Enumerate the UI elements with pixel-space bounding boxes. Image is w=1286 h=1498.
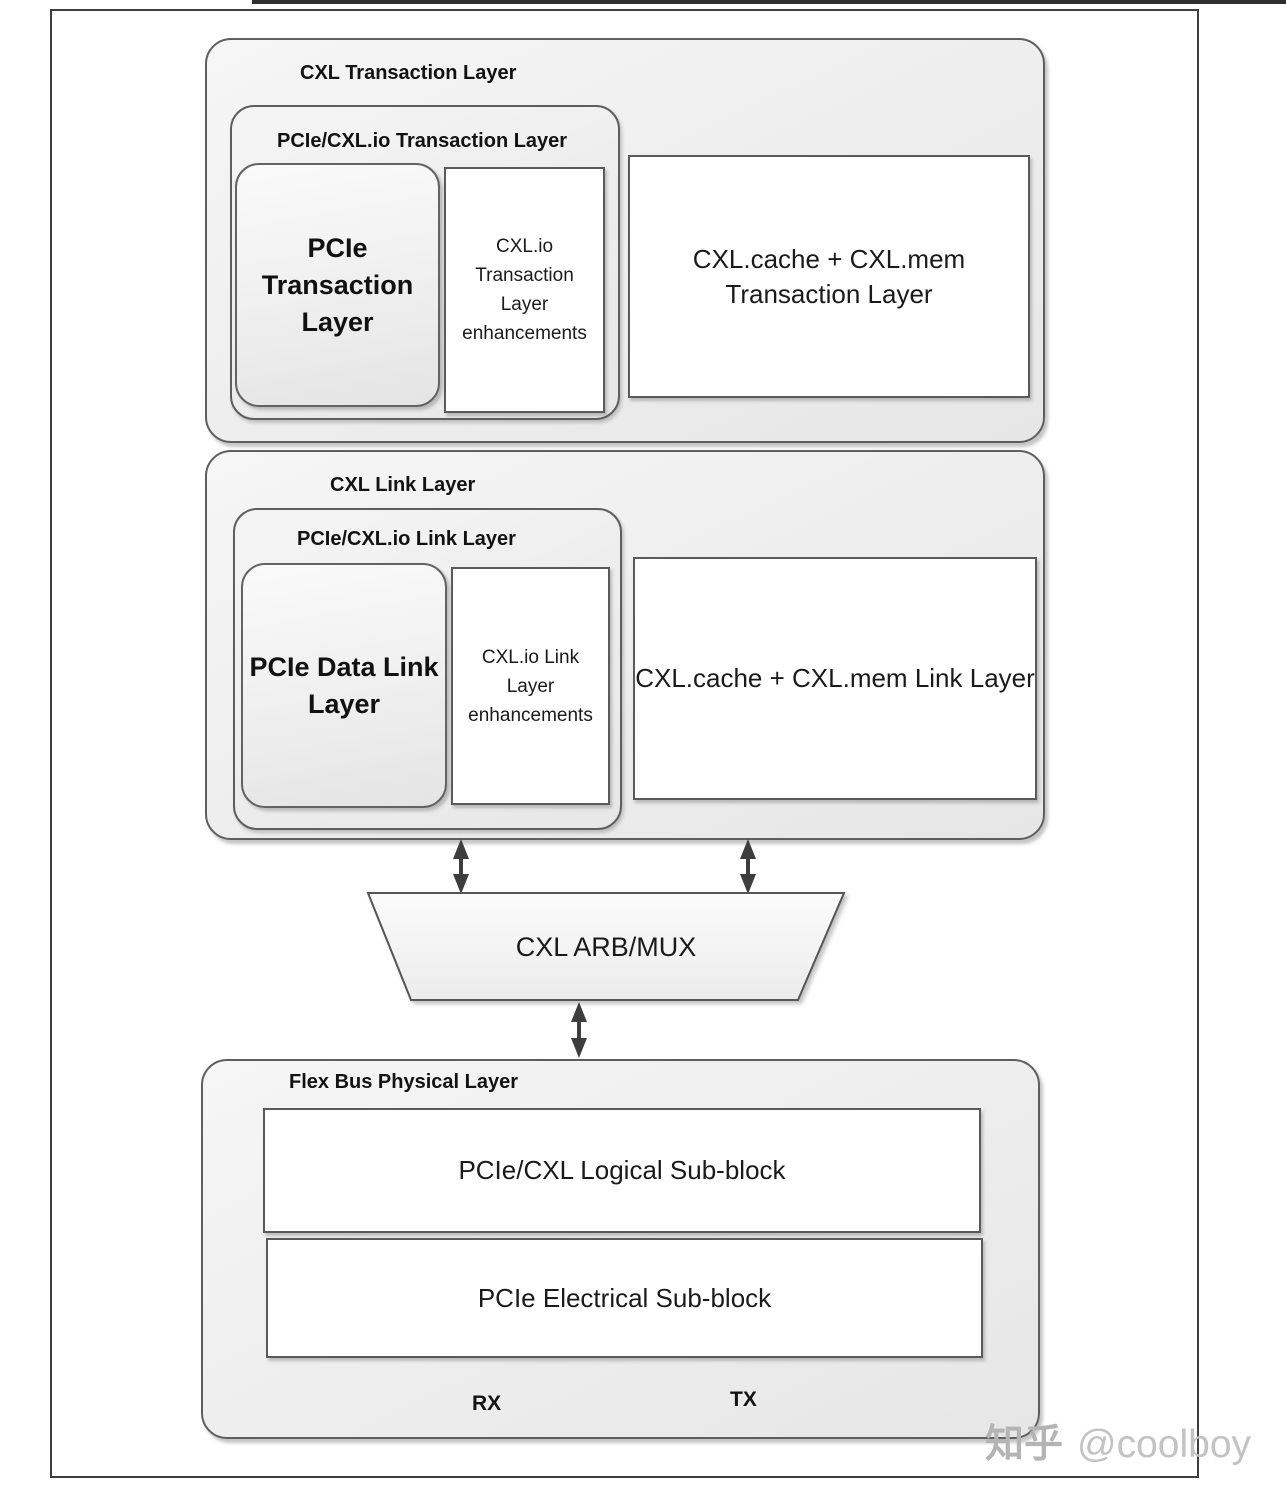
double-arrow-icon — [736, 839, 760, 894]
scan-artifact-bar — [252, 0, 1286, 4]
cxl-cache-mem-transaction-label: CXL.cache + CXL.mem Transaction Layer — [692, 243, 966, 309]
double-arrow-icon — [449, 839, 473, 894]
cxl-cache-mem-link-box: CXL.cache + CXL.mem Link Layer — [633, 557, 1037, 800]
pcie-transaction-layer-label: PCIe Transaction Layer — [261, 232, 414, 337]
pcie-electrical-subblock-label: PCIe Electrical Sub-block — [477, 1282, 772, 1313]
pcie-transaction-layer-box: PCIe Transaction Layer — [235, 163, 440, 407]
cxlio-link-enhancements-label: CXL.io Link Layer enhancements — [468, 646, 593, 726]
watermark: 知乎 @coolboy — [985, 1413, 1251, 1469]
tx-label: TX — [730, 1388, 757, 1411]
pcie-cxl-logical-subblock-box: PCIe/CXL Logical Sub-block — [263, 1108, 981, 1233]
cxlio-link-enhancements-box: CXL.io Link Layer enhancements — [451, 567, 610, 805]
pcie-data-link-layer-box: PCIe Data Link Layer — [241, 563, 447, 808]
pcie-cxlio-transaction-title: PCIe/CXL.io Transaction Layer — [277, 130, 568, 152]
flex-bus-physical-layer-title: Flex Bus Physical Layer — [289, 1071, 519, 1093]
cxl-transaction-layer-title: CXL Transaction Layer — [300, 62, 517, 84]
rx-label: RX — [472, 1392, 502, 1415]
watermark-handle: @coolboy — [1077, 1423, 1252, 1466]
cxl-link-layer-title: CXL Link Layer — [330, 474, 476, 496]
cxl-arb-mux-label: CXL ARB/MUX — [515, 931, 697, 962]
pcie-electrical-subblock-box: PCIe Electrical Sub-block — [266, 1238, 983, 1358]
pcie-cxl-logical-subblock-label: PCIe/CXL Logical Sub-block — [458, 1155, 786, 1185]
pcie-cxlio-link-title: PCIe/CXL.io Link Layer — [297, 528, 516, 550]
cxlio-transaction-enhancements-label: CXL.io Transaction Layer enhancements — [462, 236, 587, 344]
cxl-cache-mem-link-label: CXL.cache + CXL.mem Link Layer — [635, 663, 1035, 693]
watermark-brand: 知乎 — [985, 1423, 1064, 1466]
cxl-cache-mem-transaction-box: CXL.cache + CXL.mem Transaction Layer — [628, 155, 1030, 398]
cxl-arb-mux-trapezoid: CXL ARB/MUX — [365, 892, 847, 1002]
double-arrow-icon — [567, 1002, 591, 1058]
cxlio-transaction-enhancements-box: CXL.io Transaction Layer enhancements — [444, 167, 605, 413]
pcie-data-link-layer-label: PCIe Data Link Layer — [249, 651, 439, 719]
